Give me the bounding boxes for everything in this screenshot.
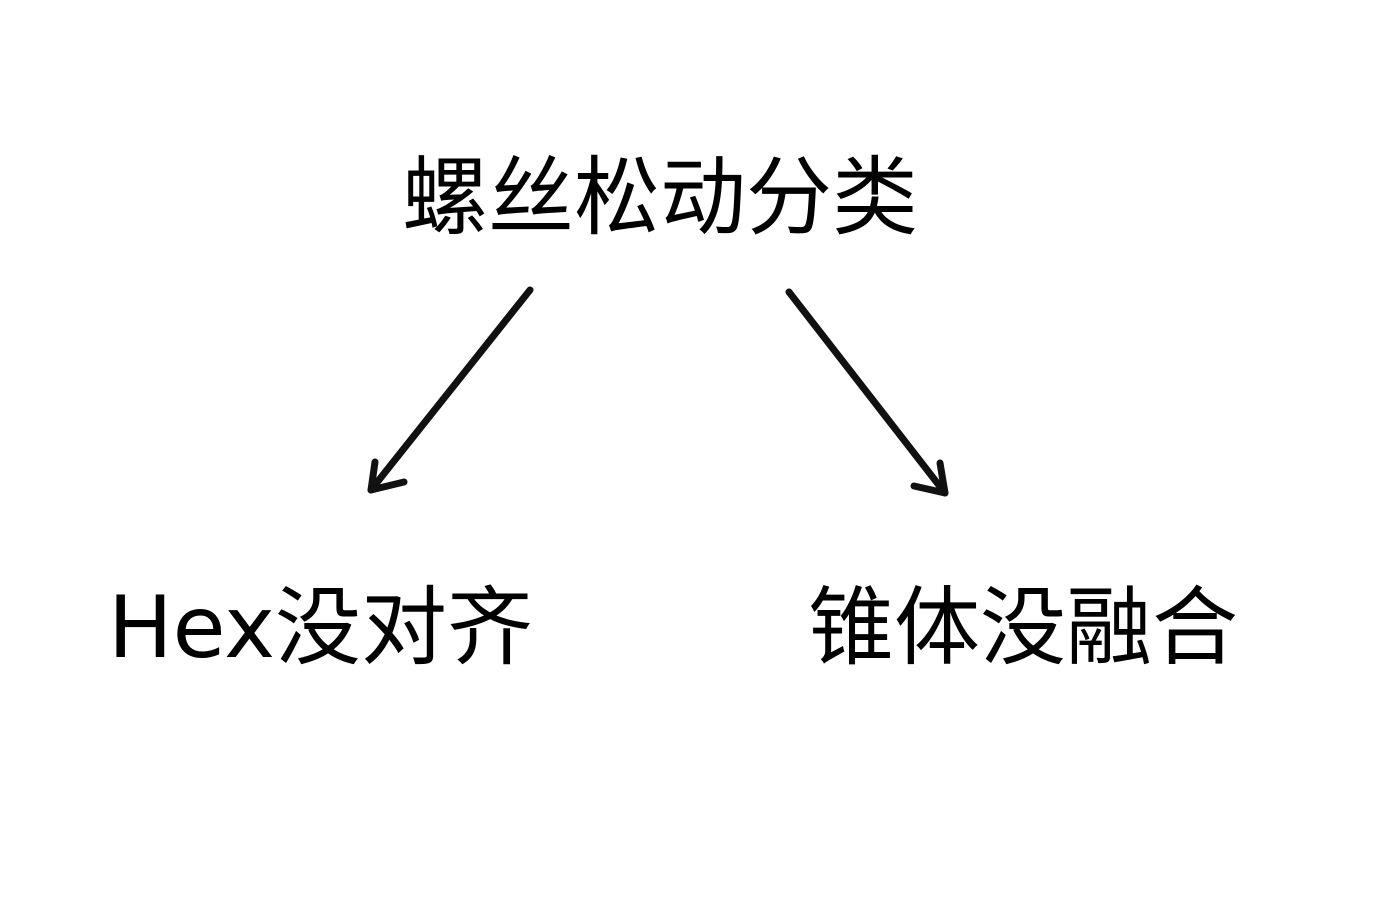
child-node-right-label: 锥体没融合 bbox=[808, 578, 1238, 678]
arrow-right-head bbox=[910, 459, 949, 497]
child-node-left-label: Hex没对齐 bbox=[108, 578, 533, 678]
root-node-label: 螺丝松动分类 bbox=[402, 148, 918, 248]
arrow-right-shaft bbox=[785, 288, 949, 497]
arrow-left-shaft bbox=[367, 286, 534, 494]
arrow-left-head bbox=[367, 458, 408, 494]
